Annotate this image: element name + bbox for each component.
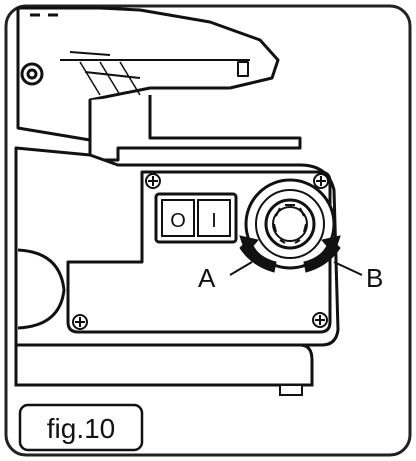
upper-arm (16, 6, 280, 142)
speed-knob (244, 178, 336, 270)
callout-b-label: B (366, 263, 383, 293)
switch-on-symbol: I (211, 210, 217, 232)
callout-a-leader (229, 261, 253, 276)
callout-a-label: A (198, 263, 216, 293)
arm-neck (88, 95, 302, 162)
side-port (17, 248, 66, 330)
power-switch: O I (154, 192, 238, 244)
rotation-arrows (239, 235, 341, 273)
panel-screws (72, 173, 329, 330)
callout-b-leader (333, 261, 363, 276)
figure-frame (4, 4, 412, 457)
figure-caption: fig.10 (18, 403, 144, 452)
switch-off-symbol: O (170, 210, 186, 232)
base-plate (14, 343, 314, 396)
caption-text: fig.10 (47, 413, 116, 444)
